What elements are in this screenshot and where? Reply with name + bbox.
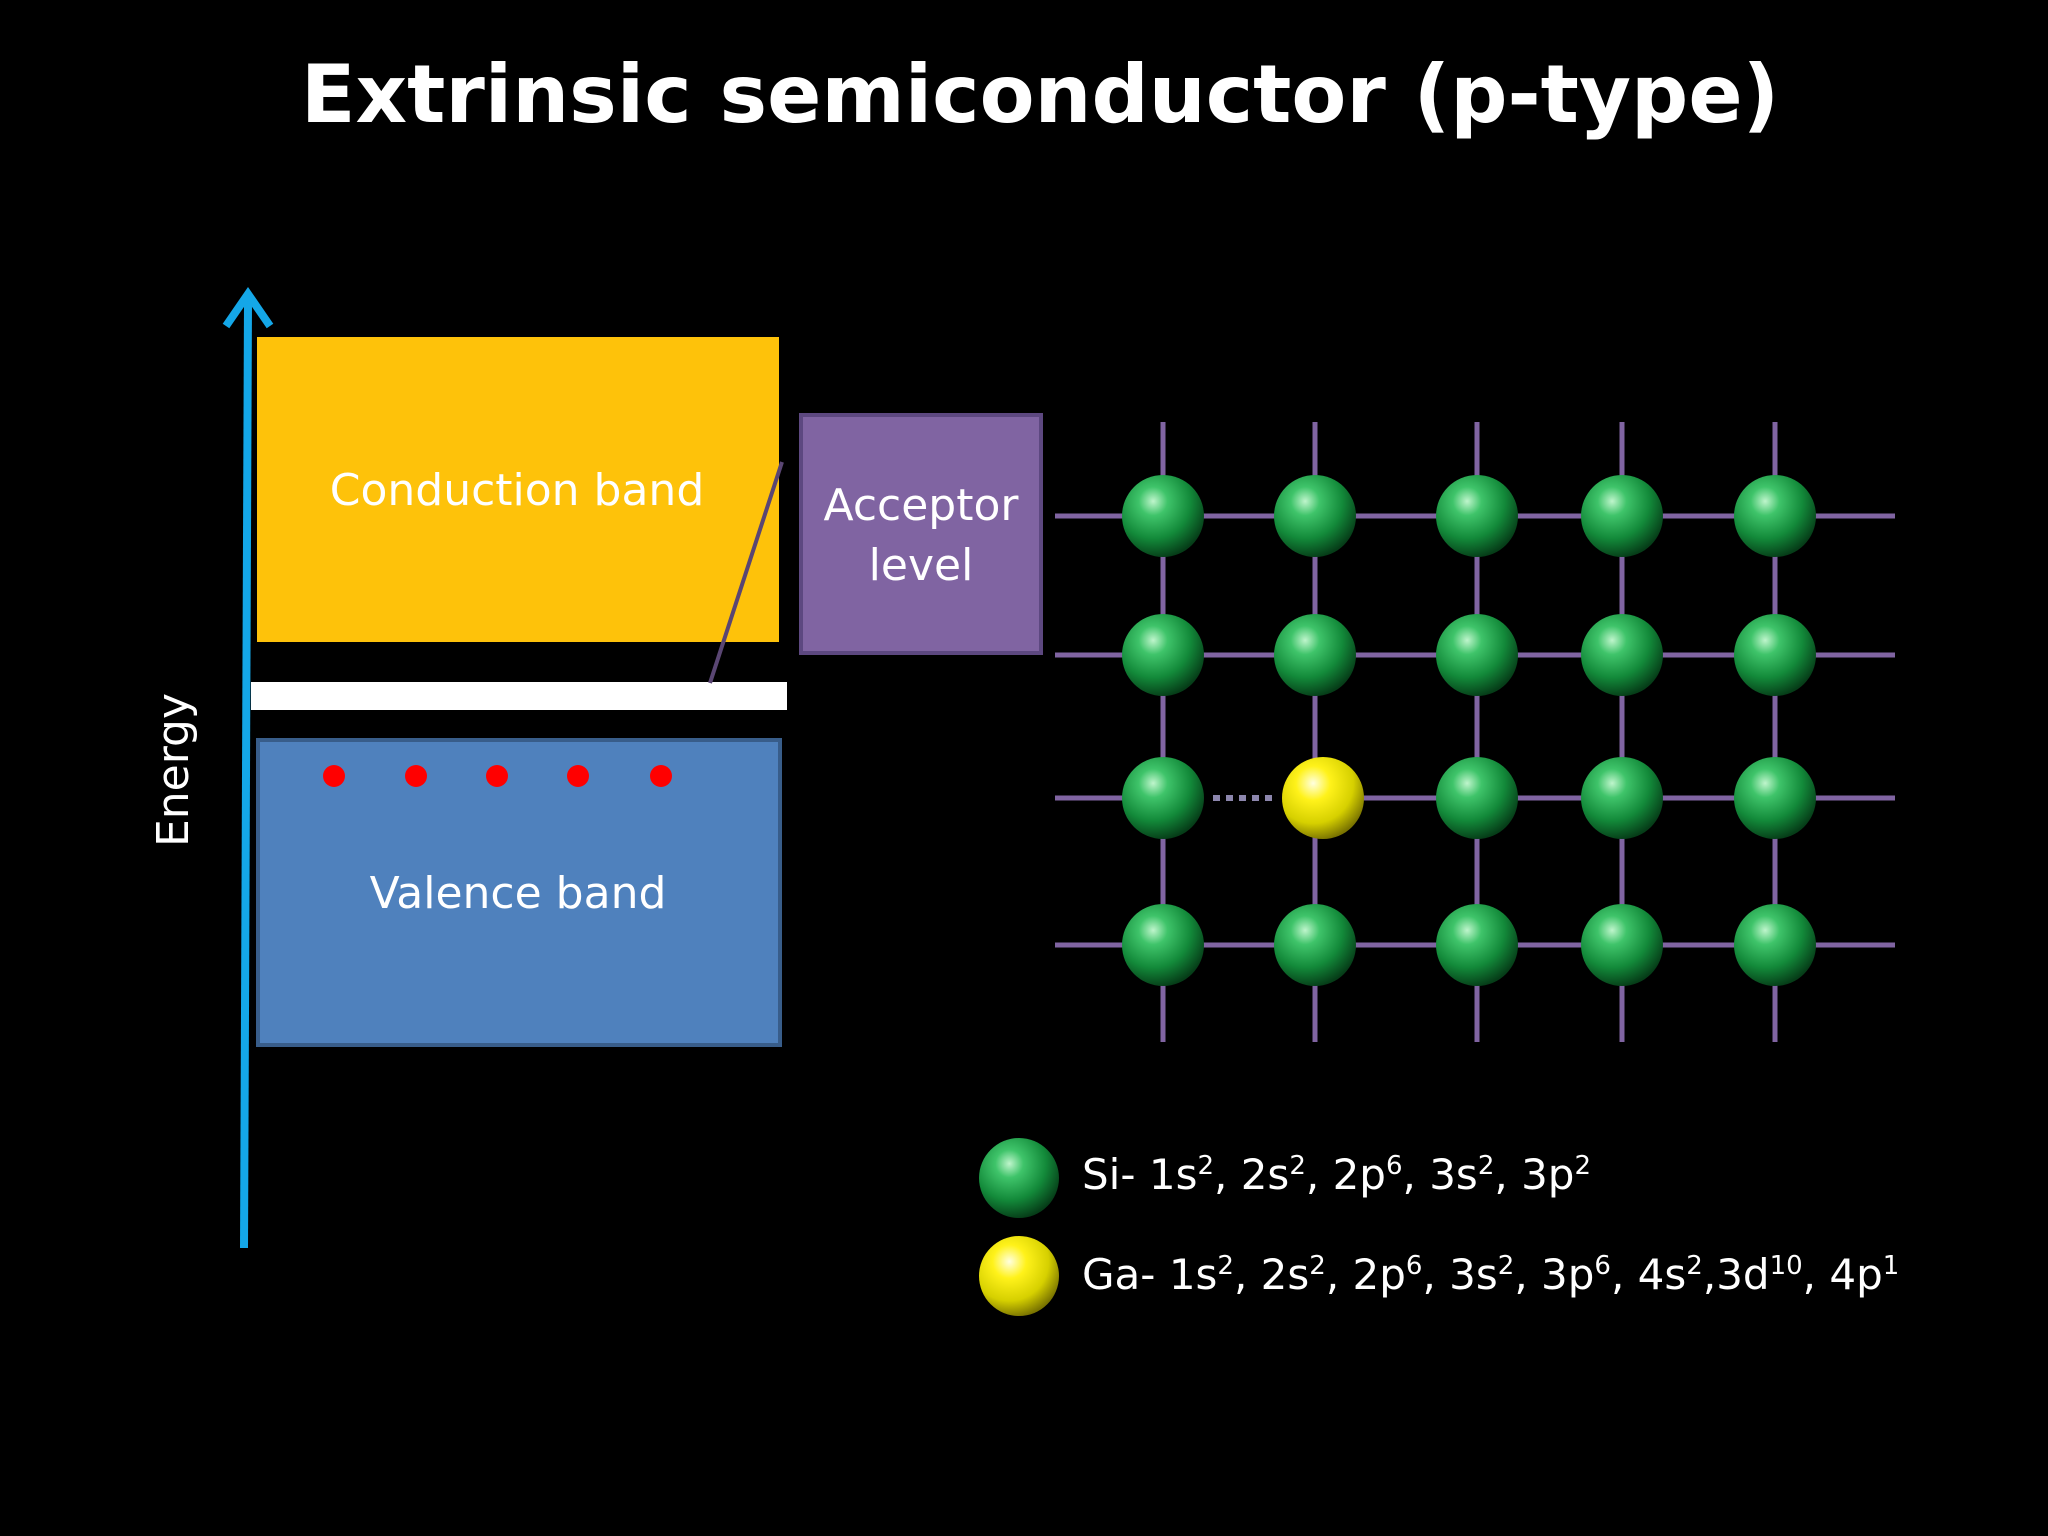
- electron-count: 1: [1882, 1251, 1900, 1281]
- orbital-label: 2s: [1240, 1150, 1290, 1199]
- silicon-atom: [1122, 904, 1204, 986]
- silicon-atom: [1581, 757, 1663, 839]
- silicon-atom: [1436, 757, 1518, 839]
- orbital-label: 4s: [1637, 1250, 1687, 1299]
- electron-count: 2: [1477, 1151, 1495, 1181]
- silicon-atom: [1274, 614, 1356, 696]
- electron-count: 6: [1385, 1151, 1403, 1181]
- valence-band: [256, 738, 782, 1047]
- orbital-label: 1s: [1168, 1250, 1218, 1299]
- acceptor-pointer-line: [708, 461, 784, 684]
- electron-count: 2: [1197, 1151, 1214, 1181]
- orbital-label: 3p: [1521, 1150, 1575, 1199]
- silicon-atom: [1436, 475, 1518, 557]
- silicon-atom: [1734, 757, 1816, 839]
- legend-si-text: Si- 1s2, 2s2, 2p6, 3s2, 3p2: [1082, 1150, 1591, 1199]
- silicon-atom: [1122, 475, 1204, 557]
- acceptor-label-line1: Acceptor: [824, 480, 1020, 531]
- orbital-label: 3s: [1429, 1150, 1478, 1199]
- orbital-label: 3s: [1449, 1250, 1498, 1299]
- slide-title: Extrinsic semiconductor (p-type): [300, 48, 1780, 141]
- electron-count: 2: [1497, 1251, 1515, 1281]
- orbital-label: 3p: [1541, 1250, 1595, 1299]
- lattice-atoms: [1122, 475, 1816, 986]
- legend-ga-sphere: [979, 1236, 1059, 1316]
- conduction-band-label: Conduction band: [330, 465, 705, 516]
- acceptor-level-box: [799, 413, 1043, 655]
- silicon-atom: [1734, 904, 1816, 986]
- hole-1: [323, 765, 345, 787]
- gallium-atom: [1282, 757, 1364, 839]
- silicon-atom: [1581, 904, 1663, 986]
- silicon-atom: [1274, 475, 1356, 557]
- silicon-atom: [1734, 614, 1816, 696]
- legend-ga-symbol: Ga-: [1082, 1250, 1156, 1299]
- electron-count: 2: [1686, 1251, 1703, 1281]
- silicon-atom: [1734, 475, 1816, 557]
- silicon-atom: [1581, 614, 1663, 696]
- electron-count: 2: [1574, 1151, 1591, 1181]
- legend-ga-config: 1s2, 2s2, 2p6, 3s2, 3p6, 4s2,3d10, 4p1: [1168, 1250, 1900, 1299]
- legend-si-sphere: [979, 1138, 1059, 1218]
- silicon-atom: [1436, 904, 1518, 986]
- acceptor-label-line2: level: [869, 540, 974, 591]
- energy-axis-label: Energy: [148, 693, 199, 847]
- silicon-atom: [1122, 757, 1204, 839]
- conduction-band: [257, 337, 779, 642]
- valence-band-label: Valence band: [370, 868, 667, 919]
- orbital-label: 3d: [1716, 1250, 1770, 1299]
- electron-count: 10: [1769, 1251, 1803, 1281]
- silicon-atom: [1581, 475, 1663, 557]
- legend-si-config: 1s2, 2s2, 2p6, 3s2, 3p2: [1148, 1150, 1591, 1199]
- silicon-atom: [1436, 614, 1518, 696]
- orbital-label: 2p: [1352, 1250, 1406, 1299]
- holes-group: [323, 765, 672, 787]
- legend-si-symbol: Si-: [1082, 1150, 1136, 1199]
- silicon-atom: [1122, 614, 1204, 696]
- orbital-label: 1s: [1148, 1150, 1198, 1199]
- electron-count: 6: [1405, 1251, 1423, 1281]
- energy-axis: [222, 286, 274, 1249]
- hole-2: [405, 765, 427, 787]
- orbital-label: 2p: [1332, 1150, 1386, 1199]
- electron-count: 2: [1309, 1251, 1326, 1281]
- electron-count: 2: [1217, 1251, 1234, 1281]
- orbital-label: 4p: [1829, 1250, 1883, 1299]
- orbital-label: 2s: [1260, 1250, 1310, 1299]
- silicon-atom: [1274, 904, 1356, 986]
- acceptor-level: [251, 682, 787, 710]
- hole-4: [567, 765, 589, 787]
- electron-count: 6: [1594, 1251, 1611, 1281]
- hole-5: [650, 765, 672, 787]
- electron-count: 2: [1289, 1151, 1306, 1181]
- legend-ga-text: Ga- 1s2, 2s2, 2p6, 3s2, 3p6, 4s2,3d10, 4…: [1082, 1250, 1899, 1299]
- hole-3: [486, 765, 508, 787]
